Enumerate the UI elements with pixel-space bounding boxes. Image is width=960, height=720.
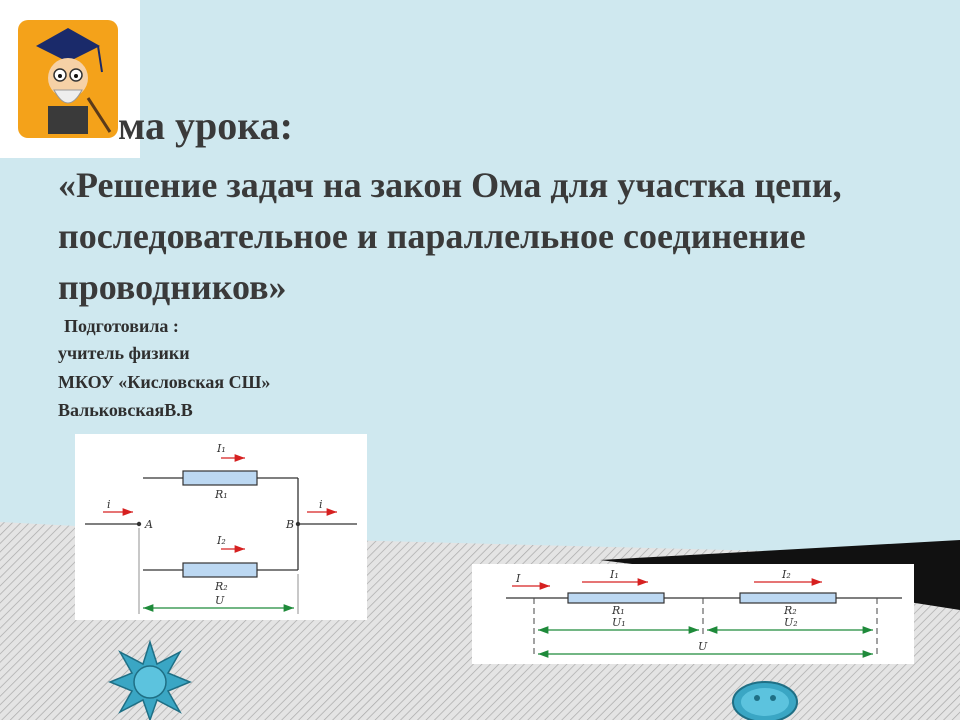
label-node-a: A bbox=[144, 518, 153, 531]
author-name: ВальковскаяВ.В bbox=[58, 400, 193, 420]
label-u: U bbox=[698, 640, 708, 653]
label-u2: U₂ bbox=[784, 616, 798, 629]
label-i: I bbox=[515, 572, 521, 585]
label-u1: U₁ bbox=[612, 616, 626, 629]
author-school: МКОУ «Кисловская СШ» bbox=[58, 372, 271, 392]
label-i2: I₂ bbox=[781, 568, 791, 581]
label-r1: R₁ bbox=[611, 604, 625, 617]
label-r2: R₂ bbox=[214, 580, 228, 593]
parallel-circuit-diagram: i i A B I₁ I₂ R₁ R₂ U bbox=[75, 434, 367, 620]
resistor-r2 bbox=[739, 592, 837, 604]
author-position: учитель физики bbox=[58, 343, 190, 363]
author-prepared-by: Подготовила : bbox=[64, 316, 179, 336]
resistor-r2 bbox=[182, 562, 258, 578]
lesson-topic: «Решение задач на закон Ома для участка … bbox=[58, 165, 842, 307]
slide-title: ма урока: bbox=[118, 103, 293, 148]
label-node-b: B bbox=[285, 518, 294, 531]
label-u: U bbox=[215, 594, 225, 607]
resistor-r1 bbox=[567, 592, 665, 604]
wizard-mascot-icon bbox=[18, 20, 118, 138]
label-i-out: i bbox=[319, 498, 323, 511]
label-i1: I₁ bbox=[609, 568, 619, 581]
star-button-icon[interactable] bbox=[108, 640, 192, 720]
label-r1: R₁ bbox=[214, 488, 228, 501]
logo-panel bbox=[0, 0, 140, 158]
label-r2: R₂ bbox=[783, 604, 797, 617]
label-i1: I₁ bbox=[216, 442, 226, 455]
label-i2: I₂ bbox=[216, 534, 226, 547]
label-i-in: i bbox=[107, 498, 111, 511]
resistor-r1 bbox=[182, 470, 258, 486]
smiley-button-icon[interactable] bbox=[730, 680, 800, 720]
series-circuit-diagram: I I₁ I₂ R₁ R₂ U₁ U₂ U bbox=[472, 564, 914, 664]
